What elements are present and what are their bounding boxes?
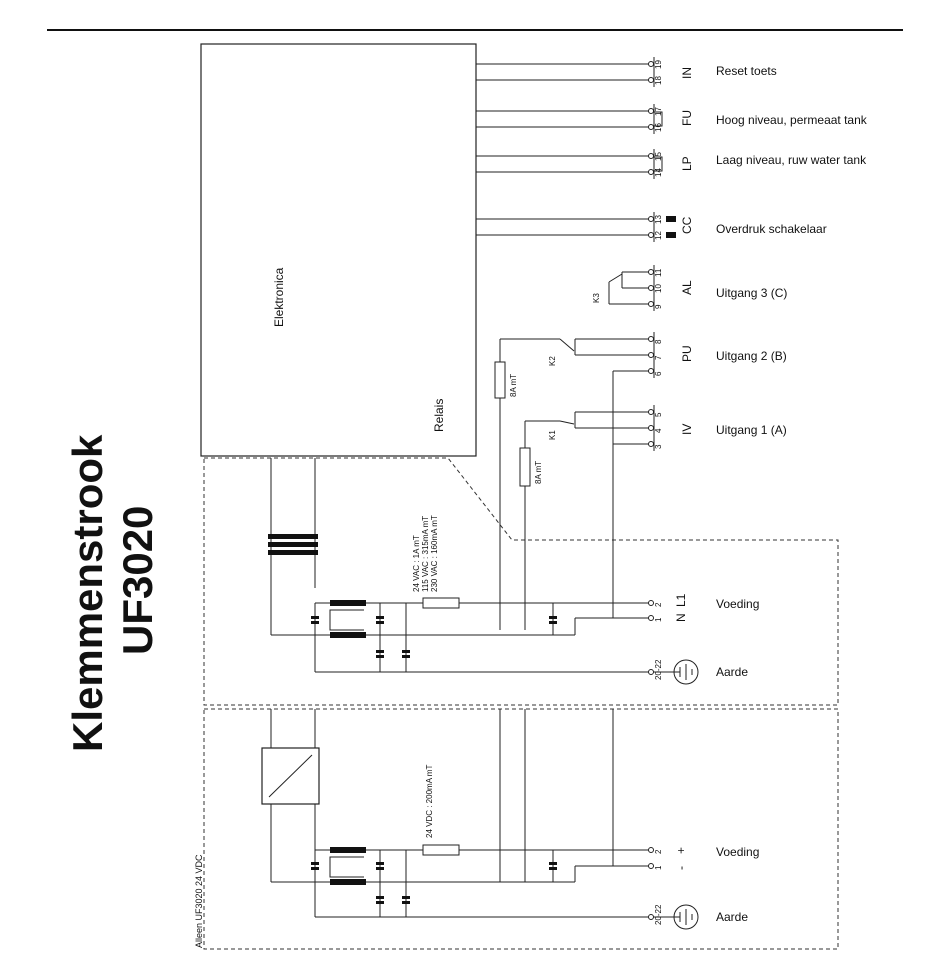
earth-pin-label: 20-22 bbox=[654, 904, 663, 925]
terminal bbox=[648, 425, 654, 431]
fuse-k2-label: 8A mT bbox=[509, 374, 518, 397]
terminal bbox=[648, 409, 654, 415]
terminal-pin-label: 17 bbox=[654, 107, 663, 116]
earth-label: Aarde bbox=[716, 910, 748, 924]
terminal-pin-label: 15 bbox=[654, 152, 663, 161]
title-line1: Klemmenstrook bbox=[64, 434, 111, 752]
terminal-group-label: Laag niveau, ruw water tank bbox=[716, 153, 867, 167]
terminal bbox=[648, 600, 654, 606]
terminal bbox=[648, 169, 654, 175]
terminal-group-code: CC bbox=[680, 216, 694, 234]
relay-k1-label: K1 bbox=[548, 430, 557, 440]
terminal bbox=[648, 108, 654, 114]
terminal-group-label: Overdruk schakelaar bbox=[716, 222, 827, 236]
input-wiring bbox=[476, 63, 676, 238]
relay-label: Relais bbox=[432, 399, 446, 432]
fuse-k1-label: 8A mT bbox=[534, 461, 543, 484]
terminal bbox=[648, 232, 654, 238]
terminal-group-label: Uitgang 2 (B) bbox=[716, 349, 787, 363]
terminal-group-code: IV bbox=[680, 424, 694, 435]
relay-k3-label: K3 bbox=[592, 293, 601, 303]
terminal-pin-label: 1 bbox=[654, 617, 663, 622]
terminal-pin-label: 6 bbox=[654, 371, 663, 376]
relay-wiring bbox=[494, 271, 649, 630]
terminal bbox=[648, 669, 654, 675]
terminal-pin-label: 13 bbox=[654, 215, 663, 224]
dc-supply-wiring bbox=[261, 709, 699, 930]
terminal-pin-label: 19 bbox=[654, 60, 663, 69]
terminal bbox=[648, 124, 654, 130]
bottom-note: Alleen UF3020 24 VDC bbox=[194, 854, 204, 948]
earth-pin-label: 20-22 bbox=[654, 659, 663, 680]
terminal-pin-label: 11 bbox=[654, 268, 663, 277]
ac-section-outline bbox=[203, 457, 839, 706]
terminal bbox=[648, 77, 654, 83]
terminal-group-label: Reset toets bbox=[716, 64, 777, 78]
terminal bbox=[648, 61, 654, 67]
terminal bbox=[648, 863, 654, 869]
ac-supply-wiring bbox=[268, 458, 699, 685]
relay-k2-label: K2 bbox=[548, 356, 557, 366]
ac-fuse-line-1: 24 VAC : 1A mT bbox=[412, 535, 421, 592]
supply-code: - bbox=[674, 866, 688, 870]
terminal-pin-label: 2 bbox=[654, 602, 663, 607]
dc-section-outline bbox=[203, 708, 839, 950]
terminal bbox=[648, 336, 654, 342]
terminal-group-label: Hoog niveau, permeaat tank bbox=[716, 113, 868, 127]
terminal-pin-label: 3 bbox=[654, 444, 663, 449]
supply-code: N bbox=[674, 613, 688, 622]
ac-fuse-line-3: 230 VAC : 160mA mT bbox=[430, 515, 439, 592]
terminal bbox=[648, 285, 654, 291]
terminal-pin-label: 10 bbox=[654, 284, 663, 293]
title-line2: UF3020 bbox=[114, 506, 161, 655]
ac-fuse-line-2: 115 VAC : 315mA mT bbox=[421, 516, 430, 592]
terminal-pin-label: 2 bbox=[654, 849, 663, 854]
terminal-pin-label: 8 bbox=[654, 339, 663, 344]
terminal-group-code: IN bbox=[680, 67, 694, 79]
terminal-pin-label: 18 bbox=[654, 76, 663, 85]
terminal bbox=[648, 352, 654, 358]
terminal bbox=[648, 914, 654, 920]
terminal bbox=[648, 615, 654, 621]
terminal-group-code: FU bbox=[680, 110, 694, 126]
terminal-pin-label: 16 bbox=[654, 123, 663, 132]
terminal-pin-label: 12 bbox=[654, 231, 663, 240]
terminal-pin-label: 5 bbox=[654, 412, 663, 417]
supply-label: Voeding bbox=[716, 845, 759, 859]
terminal bbox=[648, 301, 654, 307]
terminal bbox=[648, 216, 654, 222]
terminal bbox=[648, 153, 654, 159]
supply-code: + bbox=[674, 847, 688, 854]
dc-fuse-line-1: 24 VDC : 200mA mT bbox=[425, 765, 434, 838]
terminal-pin-label: 7 bbox=[654, 355, 663, 360]
terminal bbox=[648, 368, 654, 374]
electronics-box bbox=[200, 43, 477, 457]
terminal-group-label: Uitgang 1 (A) bbox=[716, 423, 787, 437]
terminal-pin-label: 14 bbox=[654, 168, 663, 177]
terminal bbox=[648, 847, 654, 853]
terminal-group-label: Uitgang 3 (C) bbox=[716, 286, 787, 300]
supply-code: L1 bbox=[674, 593, 688, 607]
electronics-label: Elektronica bbox=[272, 267, 286, 327]
terminal bbox=[648, 269, 654, 275]
terminal-group-code: PU bbox=[680, 345, 694, 362]
terminal-pin-label: 4 bbox=[654, 428, 663, 433]
terminal-group-code: LP bbox=[680, 156, 694, 171]
supply-label: Voeding bbox=[716, 597, 759, 611]
title-block: Klemmenstrook UF3020 bbox=[64, 434, 161, 752]
earth-label: Aarde bbox=[716, 665, 748, 679]
terminal-pin-label: 9 bbox=[654, 304, 663, 309]
terminal-group-code: AL bbox=[680, 280, 694, 295]
terminal bbox=[648, 441, 654, 447]
terminal-pin-label: 1 bbox=[654, 865, 663, 870]
